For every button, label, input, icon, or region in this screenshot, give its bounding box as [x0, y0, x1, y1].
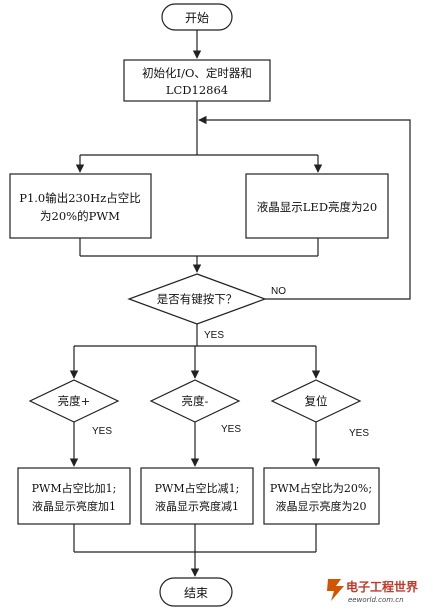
edge-label-yes-reset: YES: [349, 428, 369, 439]
edge-label-yes-main: YES: [204, 330, 224, 341]
init-label-line1: 初始化I/O、定时器和: [142, 66, 252, 80]
action-down-line1: PWM占空比减1;: [155, 481, 240, 495]
bright-down-label: 亮度-: [182, 394, 209, 408]
pwm-output-line2: 为20%的PWM: [40, 209, 120, 223]
init-label-line2: LCD12864: [166, 83, 228, 97]
edge-no-loop: [198, 115, 411, 300]
reset-label: 复位: [305, 394, 328, 408]
node-bright-down: 亮度-: [149, 379, 241, 423]
node-end: 结束: [159, 577, 233, 607]
action-down-line2: 液晶显示亮度减1: [155, 499, 239, 513]
node-decision: 是否有键按下？: [127, 273, 267, 325]
end-label: 结束: [184, 586, 208, 600]
node-pwm-output: P1.0输出230Hz占空比 为20%的PWM: [9, 173, 152, 239]
node-action-down: PWM占空比减1; 液晶显示亮度减1: [140, 467, 254, 525]
bright-up-label: 亮度+: [58, 394, 91, 408]
node-action-up: PWM占空比加1; 液晶显示亮度加1: [17, 467, 131, 525]
action-reset-line2: 液晶显示亮度为20: [276, 499, 367, 513]
lcd-show-label: 液晶显示LED亮度为20: [257, 200, 377, 214]
edge-label-yes-up: YES: [92, 426, 112, 437]
decision-label: 是否有键按下？: [157, 292, 238, 306]
node-bright-up: 亮度+: [28, 379, 120, 423]
watermark: 电子工程世界 eeworld.com.cn: [327, 579, 418, 604]
node-reset: 复位: [270, 379, 362, 423]
node-lcd-show: 液晶显示LED亮度为20: [245, 173, 389, 239]
watermark-logo-icon: [327, 579, 344, 601]
edges: [69, 30, 411, 577]
action-up-line2: 液晶显示亮度加1: [32, 499, 116, 513]
edge-label-yes-down: YES: [221, 424, 241, 435]
action-reset-line1: PWM占空比为20%;: [270, 481, 372, 495]
node-start: 开始: [161, 3, 233, 31]
watermark-url: eeworld.com.cn: [348, 596, 404, 604]
edge-label-no: NO: [271, 286, 286, 297]
action-up-line1: PWM占空比加1;: [32, 481, 117, 495]
node-init: 初始化I/O、定时器和 LCD12864: [123, 59, 271, 102]
node-action-reset: PWM占空比为20%; 液晶显示亮度为20: [263, 467, 380, 525]
start-label: 开始: [185, 11, 209, 25]
watermark-brand: 电子工程世界: [346, 579, 418, 594]
pwm-output-line1: P1.0输出230Hz占空比: [19, 191, 141, 205]
